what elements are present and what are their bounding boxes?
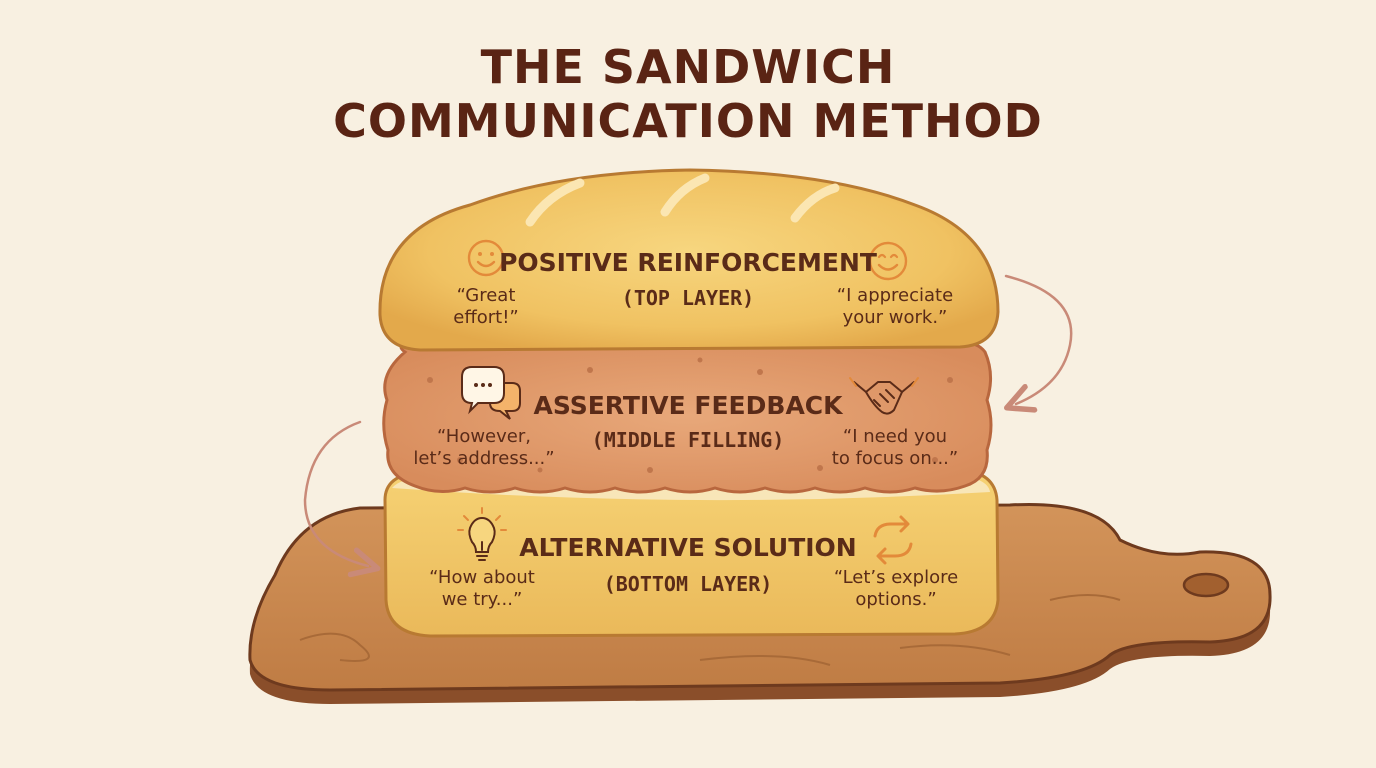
bottom-layer-quote-right: “Let’s explore options.” — [833, 567, 959, 610]
top-bread — [378, 168, 1000, 352]
board-handle-hole — [1182, 572, 1230, 598]
bottom-layer-sublabel: (BOTTOM LAYER) — [603, 572, 773, 596]
page-title-line-1: THE SANDWICH — [480, 40, 896, 94]
speech-bubbles-icon — [461, 366, 521, 420]
bottom-layer-heading: ALTERNATIVE SOLUTION — [519, 533, 857, 562]
middle-layer-heading: ASSERTIVE FEEDBACK — [533, 391, 843, 420]
light-bulb-icon — [457, 507, 507, 561]
arrow-left — [303, 420, 368, 566]
middle-layer-quote-right: “I need you to focus on...” — [831, 426, 959, 469]
top-layer-quote-right: “I appreciate your work.” — [836, 285, 954, 328]
middle-layer-quote-left: “However, let’s address...” — [413, 426, 555, 469]
top-layer-heading: POSITIVE REINFORCEMENT — [499, 248, 877, 277]
handshake-icon — [849, 377, 919, 415]
cycle-arrows-icon — [873, 515, 913, 565]
bottom-layer-quote-left: “How about we try...” — [429, 567, 535, 610]
middle-layer-sublabel: (MIDDLE FILLING) — [591, 428, 785, 452]
top-layer-quote-left: “Great effort!” — [453, 285, 519, 328]
smiley-face-icon — [868, 241, 908, 281]
arrow-right — [1006, 274, 1073, 404]
page-title-line-2: COMMUNICATION METHOD — [333, 94, 1043, 148]
top-layer-sublabel: (TOP LAYER) — [621, 286, 755, 310]
smiley-face-icon — [467, 239, 505, 277]
